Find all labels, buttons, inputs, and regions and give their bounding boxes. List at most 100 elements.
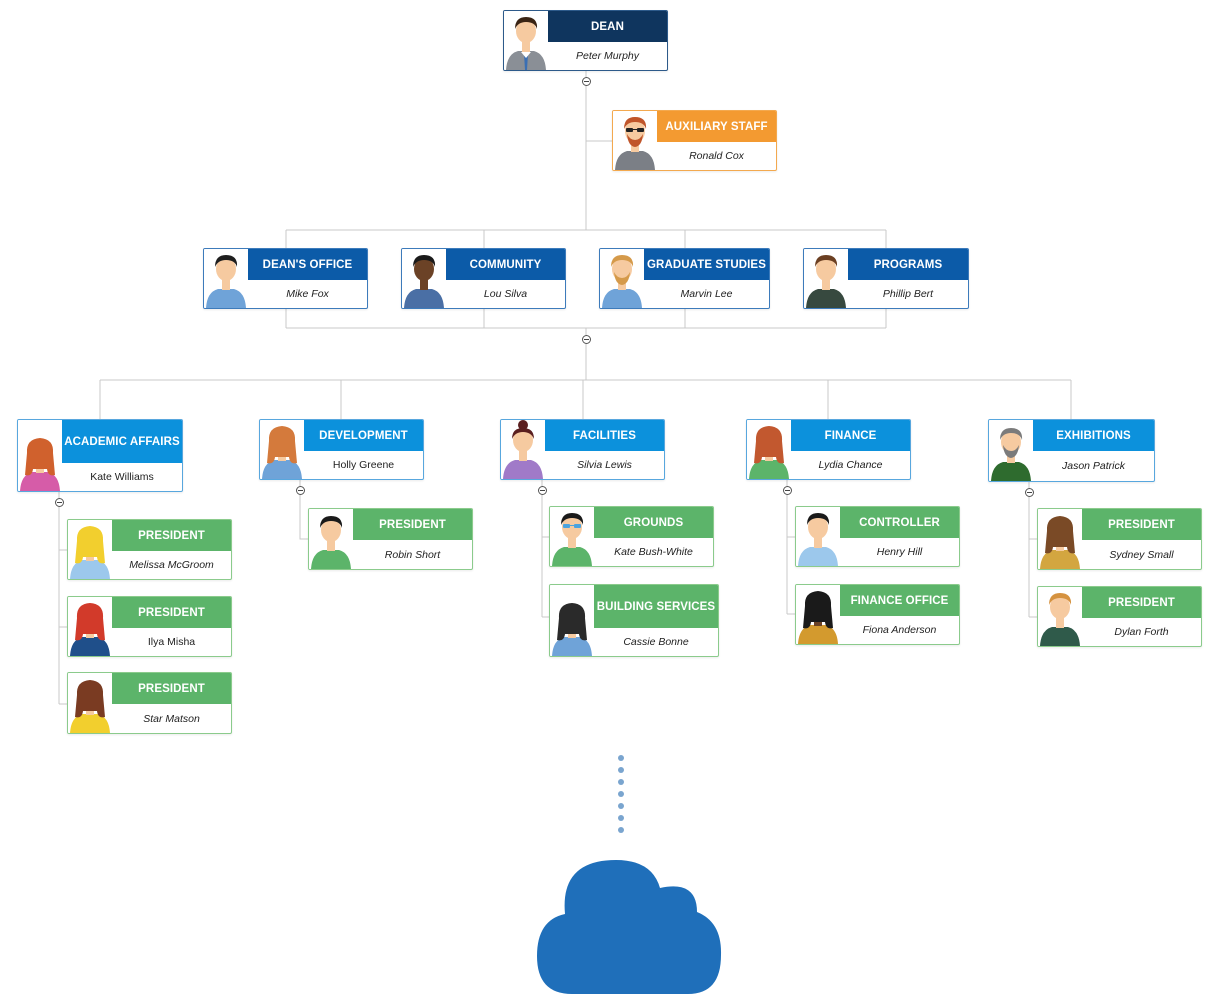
avatar-icon bbox=[550, 507, 594, 566]
card-title: FINANCE OFFICE bbox=[840, 585, 959, 616]
card-person-name: Star Matson bbox=[143, 712, 200, 725]
card-title: EXHIBITIONS bbox=[1033, 420, 1154, 451]
dotted-trail bbox=[618, 755, 624, 833]
card-title: FINANCE bbox=[791, 420, 910, 451]
card-department-2[interactable]: FACILITIES Silvia Lewis bbox=[500, 419, 665, 480]
card-person-name: Fiona Anderson bbox=[862, 624, 937, 636]
card-role-1-0[interactable]: PRESIDENT Robin Short bbox=[308, 508, 473, 570]
card-person-name: Lou Silva bbox=[483, 288, 528, 300]
collapse-toggle-department-0[interactable] bbox=[55, 498, 64, 507]
card-person-name: Mike Fox bbox=[286, 288, 329, 300]
card-person-name: Holly Greene bbox=[332, 459, 395, 471]
avatar-icon bbox=[796, 585, 840, 644]
card-department-3[interactable]: FINANCE Lydia Chance bbox=[746, 419, 911, 480]
avatar-icon bbox=[1038, 509, 1082, 569]
card-title: PRESIDENT bbox=[353, 509, 472, 540]
card-person-name: Ilya Misha bbox=[147, 636, 196, 648]
trail-dot bbox=[618, 791, 624, 797]
card-title: PRESIDENT bbox=[112, 520, 231, 551]
card-office-0[interactable]: DEAN'S OFFICE Mike Fox bbox=[203, 248, 368, 309]
collapse-toggle-department-2[interactable] bbox=[538, 486, 547, 495]
card-role-0-0[interactable]: PRESIDENT Melissa McGroom bbox=[67, 519, 232, 580]
card-person-name: Marvin Lee bbox=[680, 288, 733, 300]
card-title: GROUNDS bbox=[594, 507, 713, 538]
card-role-4-1[interactable]: PRESIDENT Dylan Forth bbox=[1037, 586, 1202, 647]
card-person-name: Dylan Forth bbox=[1114, 626, 1169, 638]
collapse-toggle-department-4[interactable] bbox=[1025, 488, 1034, 497]
collapse-toggle-offices[interactable] bbox=[582, 335, 591, 344]
card-title: AUXILIARY STAFF bbox=[657, 111, 776, 142]
card-title: COMMUNITY bbox=[446, 249, 565, 280]
card-title: GRADUATE STUDIES bbox=[644, 249, 769, 280]
avatar-icon bbox=[600, 249, 644, 308]
trail-dot bbox=[618, 827, 624, 833]
avatar-icon bbox=[804, 249, 848, 308]
card-office-2[interactable]: GRADUATE STUDIES Marvin Lee bbox=[599, 248, 770, 309]
card-role-3-1[interactable]: FINANCE OFFICE Fiona Anderson bbox=[795, 584, 960, 645]
card-title: PRESIDENT bbox=[1082, 587, 1201, 618]
card-title: CONTROLLER bbox=[840, 507, 959, 538]
card-role-4-0[interactable]: PRESIDENT Sydney Small bbox=[1037, 508, 1202, 570]
card-title: DEVELOPMENT bbox=[304, 420, 423, 451]
avatar-icon bbox=[550, 585, 594, 656]
card-dean[interactable]: DEAN Peter Murphy bbox=[503, 10, 668, 71]
card-role-3-0[interactable]: CONTROLLER Henry Hill bbox=[795, 506, 960, 567]
avatar-icon bbox=[796, 507, 840, 566]
avatar-icon bbox=[501, 420, 545, 479]
card-person-name: Cassie Bonne bbox=[623, 636, 689, 648]
card-role-0-2[interactable]: PRESIDENT Star Matson bbox=[67, 672, 232, 734]
avatar-icon bbox=[1038, 587, 1082, 646]
cloud-icon bbox=[537, 860, 722, 994]
card-person-name: Kate Williams bbox=[90, 471, 154, 483]
trail-dot bbox=[618, 767, 624, 773]
card-title: BUILDING SERVICES bbox=[594, 585, 718, 628]
card-office-1[interactable]: COMMUNITY Lou Silva bbox=[401, 248, 566, 309]
avatar-icon bbox=[260, 420, 304, 479]
trail-dot bbox=[618, 803, 624, 809]
card-department-1[interactable]: DEVELOPMENT Holly Greene bbox=[259, 419, 424, 480]
card-title: PRESIDENT bbox=[1082, 509, 1201, 540]
card-person-name: Jason Patrick bbox=[1061, 460, 1126, 472]
card-department-4[interactable]: EXHIBITIONS Jason Patrick bbox=[988, 419, 1155, 482]
card-title: PROGRAMS bbox=[848, 249, 968, 280]
avatar-icon bbox=[18, 420, 62, 491]
card-person-name: Peter Murphy bbox=[575, 50, 640, 62]
card-person-name: Sydney Small bbox=[1109, 548, 1174, 561]
card-person-name: Melissa McGroom bbox=[129, 559, 214, 571]
card-title: PRESIDENT bbox=[112, 597, 231, 628]
card-role-0-1[interactable]: PRESIDENT Ilya Misha bbox=[67, 596, 232, 657]
card-auxiliary-staff[interactable]: AUXILIARY STAFF Ronald Cox bbox=[612, 110, 777, 171]
avatar-icon bbox=[747, 420, 791, 479]
card-title: ACADEMIC AFFAIRS bbox=[62, 420, 182, 463]
collapse-toggle-department-1[interactable] bbox=[296, 486, 305, 495]
card-title: PRESIDENT bbox=[112, 673, 231, 704]
card-role-2-1[interactable]: BUILDING SERVICES Cassie Bonne bbox=[549, 584, 719, 657]
avatar-icon bbox=[989, 420, 1033, 481]
card-person-name: Henry Hill bbox=[876, 546, 923, 558]
avatar-icon bbox=[68, 673, 112, 733]
trail-dot bbox=[618, 779, 624, 785]
trail-dot bbox=[618, 815, 624, 821]
card-department-0[interactable]: ACADEMIC AFFAIRS Kate Williams bbox=[17, 419, 183, 492]
card-person-name: Lydia Chance bbox=[818, 459, 883, 471]
collapse-toggle-dean[interactable] bbox=[582, 77, 591, 86]
card-person-name: Robin Short bbox=[384, 548, 441, 561]
collapse-toggle-department-3[interactable] bbox=[783, 486, 792, 495]
avatar-icon bbox=[68, 520, 112, 579]
card-title: FACILITIES bbox=[545, 420, 664, 451]
card-title: DEAN bbox=[548, 11, 667, 42]
avatar-icon bbox=[613, 111, 657, 170]
avatar-icon bbox=[504, 11, 548, 70]
avatar-icon bbox=[204, 249, 248, 308]
avatar-icon bbox=[68, 597, 112, 656]
card-title: DEAN'S OFFICE bbox=[248, 249, 367, 280]
card-office-3[interactable]: PROGRAMS Phillip Bert bbox=[803, 248, 969, 309]
avatar-icon bbox=[309, 509, 353, 569]
card-person-name: Phillip Bert bbox=[882, 288, 934, 300]
card-person-name: Silvia Lewis bbox=[577, 459, 632, 471]
avatar-icon bbox=[402, 249, 446, 308]
card-person-name: Ronald Cox bbox=[689, 150, 744, 162]
